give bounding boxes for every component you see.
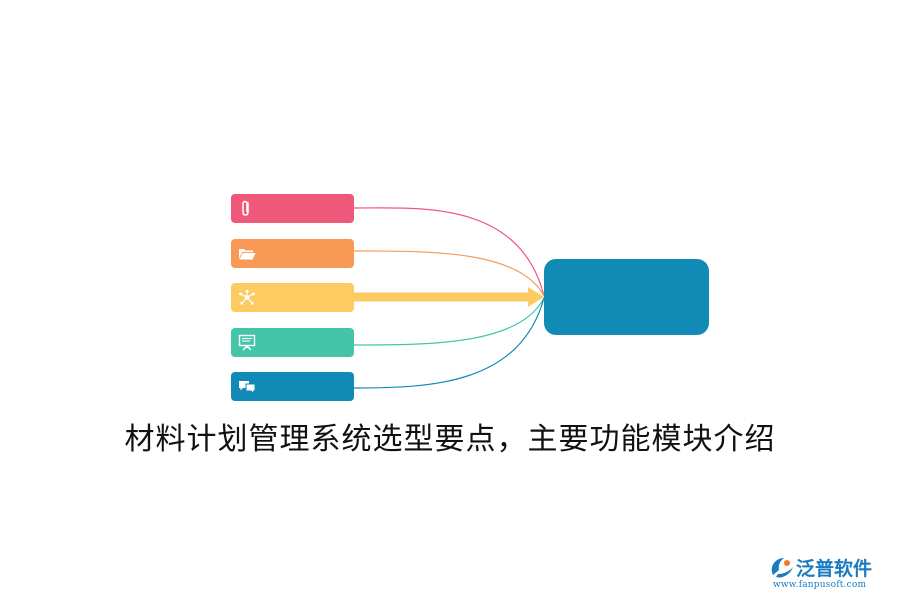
module-item-5 [231,372,354,401]
fanpu-logo-mark-icon [771,558,793,578]
connector-5 [353,297,545,389]
paperclip-icon [242,200,249,216]
chat-bubbles-icon [239,381,256,395]
diagram-title: 材料计划管理系统选型要点，主要功能模块介绍 [124,422,776,457]
brand-logo: 泛普软件 www.fanpusoft.com [769,555,891,595]
module-item-1 [231,194,354,223]
module-item-3 [231,283,354,312]
central-hub-node [544,259,709,335]
module-item-4 [231,328,354,357]
module-item-2 [231,239,354,268]
connector-2 [353,250,545,297]
presentation-icon [238,334,256,351]
connector-4 [353,297,545,346]
folder-open-icon [239,249,256,260]
brand-name: 泛普软件 [796,558,873,580]
brand-url: www.fanpusoft.com [773,580,867,590]
connector-3-arrowhead [528,287,544,307]
network-icon [239,289,255,305]
connector-1 [353,207,545,297]
